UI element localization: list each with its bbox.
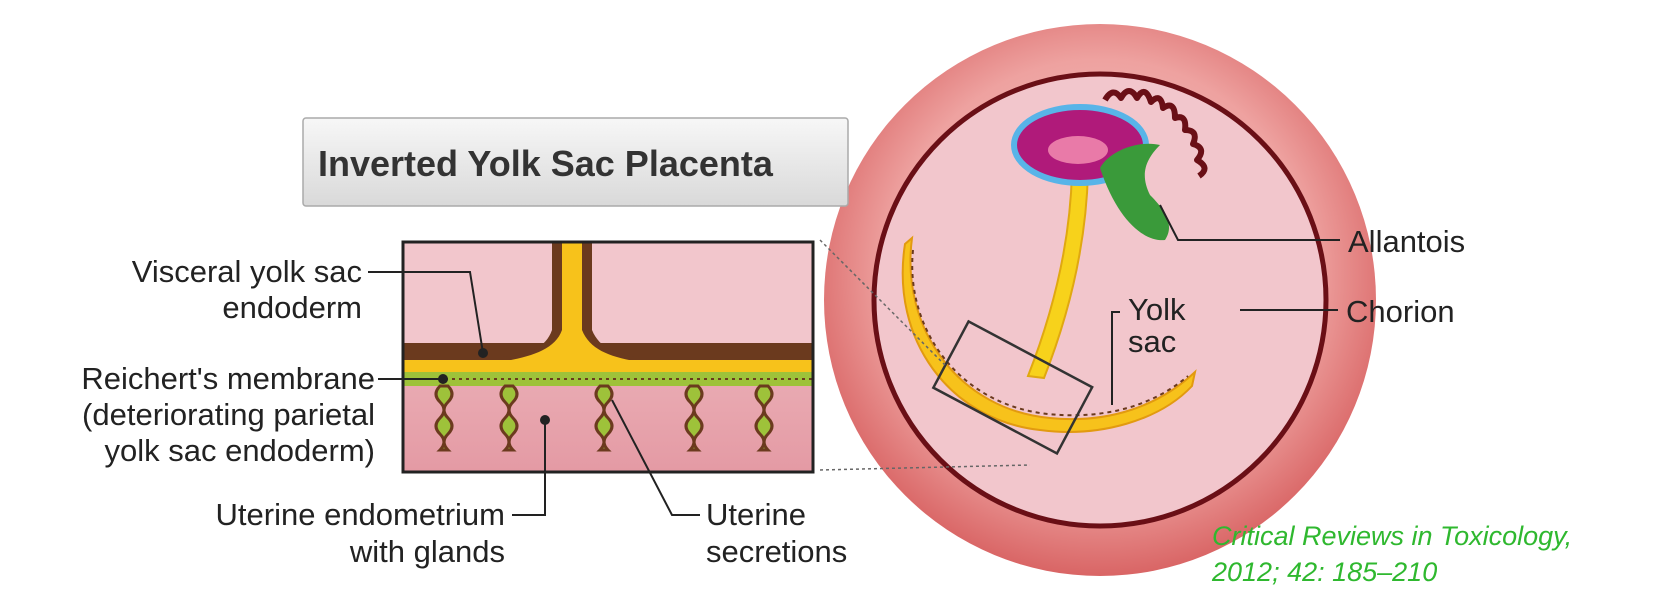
label-allantois: Allantois — [1348, 224, 1465, 259]
label-reichert-2: (deteriorating parietal — [82, 397, 375, 432]
label-uterine-endo-2: with glands — [349, 534, 505, 569]
cross-section — [403, 242, 813, 472]
placenta-inner — [1048, 136, 1108, 164]
title-box: Inverted Yolk Sac Placenta — [303, 118, 848, 206]
label-chorion: Chorion — [1346, 294, 1455, 329]
citation: Critical Reviews in Toxicology, 2012; 42… — [1211, 521, 1572, 587]
label-visceral-1: Visceral yolk sac — [132, 254, 362, 289]
label-uterine-sec-1: Uterine — [706, 497, 806, 532]
diagram-title: Inverted Yolk Sac Placenta — [318, 143, 774, 184]
citation-line-2: 2012; 42: 185–210 — [1211, 557, 1437, 587]
label-visceral-2: endoderm — [222, 290, 362, 325]
label-uterine-sec-2: secretions — [706, 534, 847, 569]
label-yolk-2: sac — [1128, 324, 1176, 359]
yolk-layer — [403, 360, 813, 374]
label-reichert-1: Reichert's membrane — [81, 361, 375, 396]
label-uterine-endo-1: Uterine endometrium — [216, 497, 505, 532]
label-yolk-1: Yolk — [1128, 292, 1186, 327]
conceptus-sphere — [820, 24, 1376, 576]
label-reichert-3: yolk sac endoderm) — [104, 433, 375, 468]
citation-line-1: Critical Reviews in Toxicology, — [1212, 521, 1572, 551]
